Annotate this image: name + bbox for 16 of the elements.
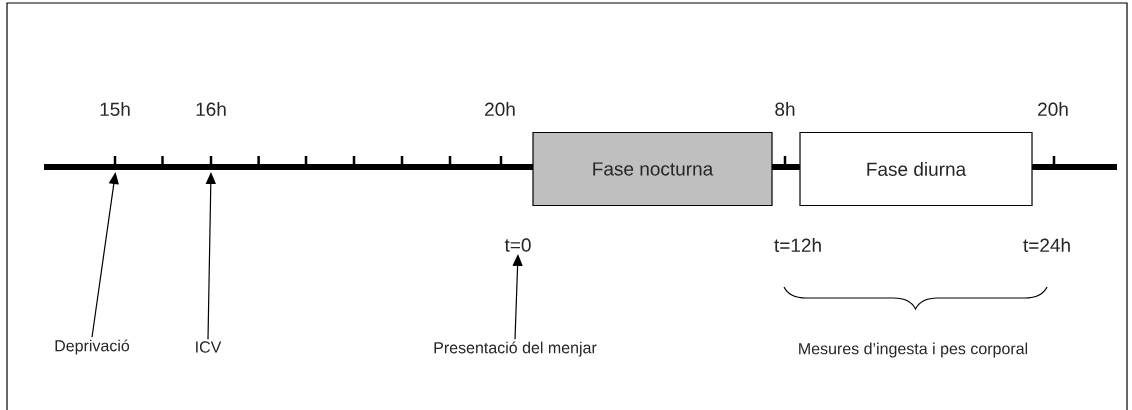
time-label: t=12h — [774, 238, 821, 252]
time-label: 16h — [196, 102, 226, 116]
phase-box: Fase nocturna — [532, 131, 773, 207]
time-label: t=0 — [504, 238, 531, 252]
text-label: ICV — [196, 341, 222, 353]
text-label: Deprivació — [55, 339, 130, 355]
arrow — [205, 172, 216, 340]
time-label: 20h — [485, 102, 515, 116]
time-label: 20h — [1038, 102, 1068, 116]
text-label: Mesures d’ingesta i pes corporal — [799, 342, 1028, 358]
phase-box: Fase diurna — [799, 131, 1033, 207]
text-label: Presentació del menjar — [434, 341, 597, 357]
time-label: 8h — [775, 102, 795, 116]
arrow — [91, 172, 119, 338]
time-label: 15h — [100, 102, 130, 116]
time-label: t=24h — [1023, 238, 1070, 252]
